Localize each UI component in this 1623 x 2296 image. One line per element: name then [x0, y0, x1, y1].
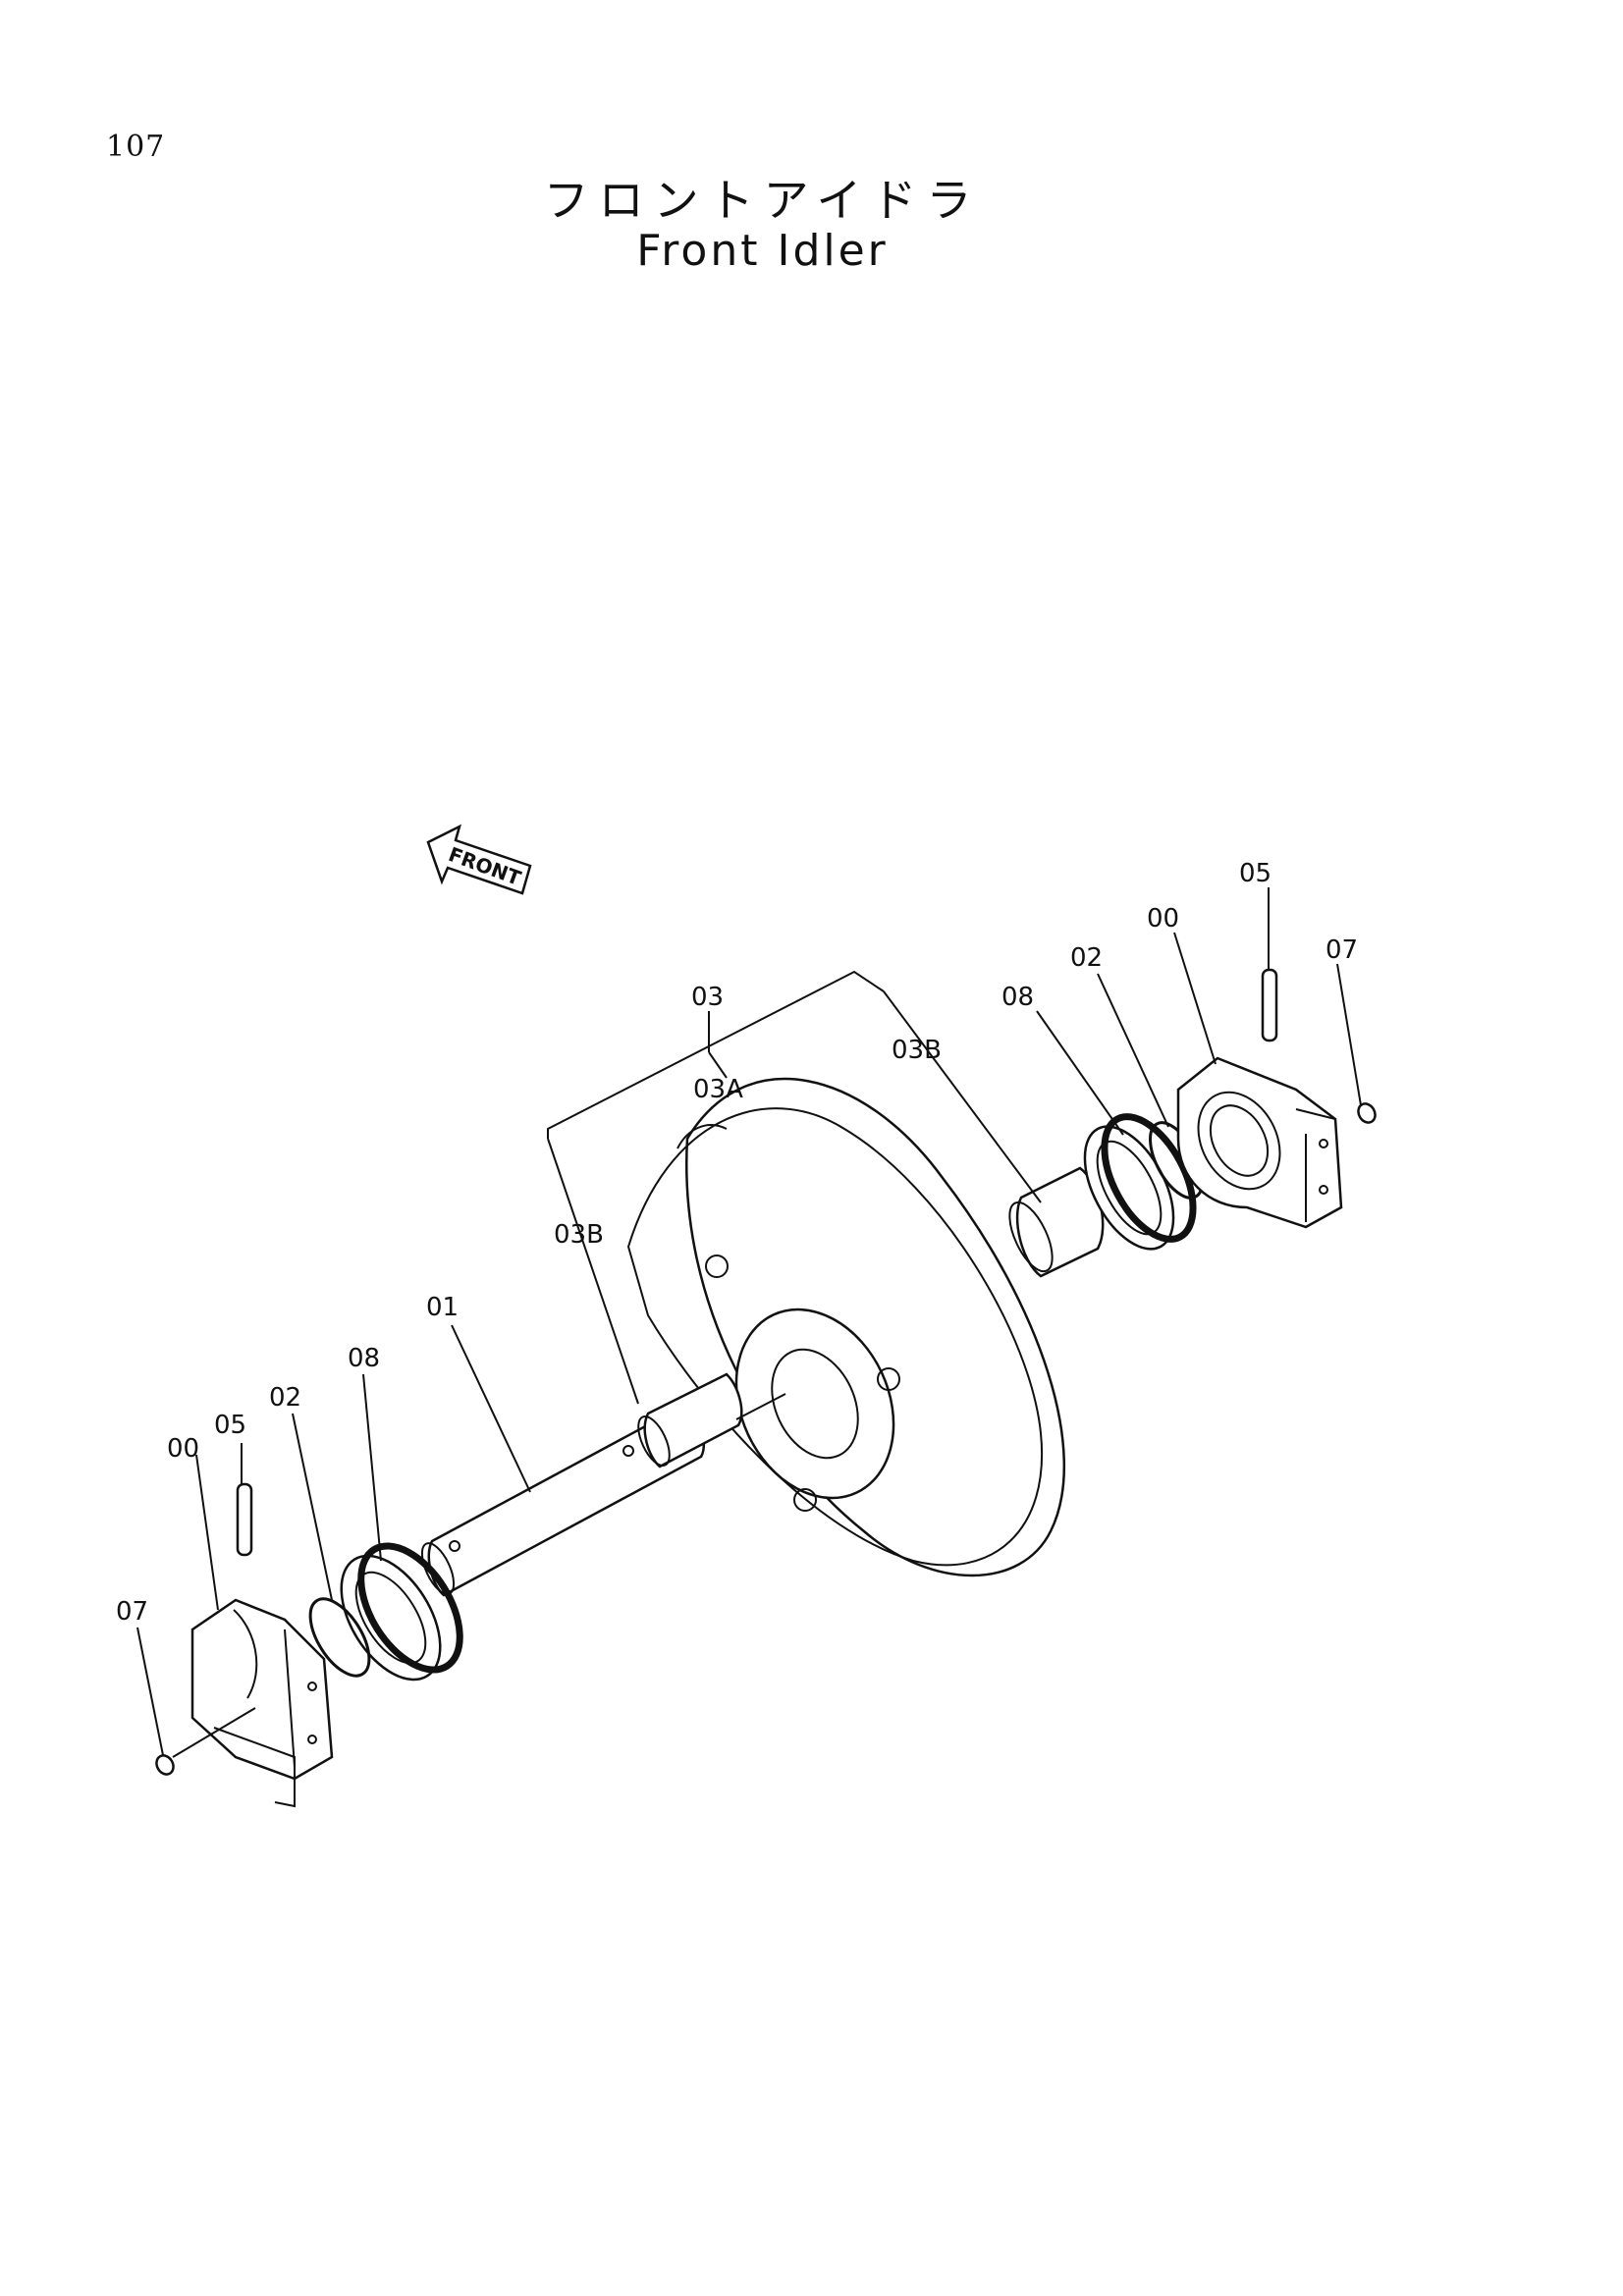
callout-00-right: 00 — [1147, 904, 1179, 934]
bracket-right — [1176, 1056, 1343, 1229]
callout-03B-left: 03B — [554, 1220, 604, 1250]
seal-left — [340, 1542, 463, 1682]
plug-right — [1357, 1102, 1377, 1124]
callout-03: 03 — [691, 983, 724, 1012]
idler-wheel — [626, 1077, 1066, 1577]
pin-right — [1261, 968, 1278, 1042]
leader-lines — [136, 887, 1362, 1758]
callout-02-right: 02 — [1070, 943, 1103, 973]
callout-07-left: 07 — [116, 1597, 148, 1627]
callout-02-left: 02 — [269, 1383, 301, 1413]
callout-00-left: 00 — [167, 1434, 199, 1464]
callout-03A: 03A — [693, 1075, 743, 1104]
shaft — [420, 1372, 743, 1597]
callout-05-right: 05 — [1239, 859, 1271, 888]
page-number: 107 — [106, 130, 166, 164]
callout-08-left: 08 — [348, 1344, 380, 1373]
plug-left — [155, 1754, 175, 1776]
callout-01: 01 — [426, 1293, 459, 1322]
collar-right — [1008, 1166, 1105, 1278]
seal-right — [1083, 1113, 1197, 1251]
title-english: Front Idler — [636, 226, 889, 276]
callout-03B-right: 03B — [892, 1036, 942, 1065]
callout-07-right: 07 — [1325, 935, 1358, 965]
pin-left — [236, 1482, 253, 1557]
title-japanese: フロントアイドラ — [543, 174, 982, 227]
callout-labels: 00 05 07 02 08 03 03B 03A 03B 01 08 02 0… — [116, 859, 1358, 1627]
bracket-left — [190, 1598, 334, 1808]
callout-08-right: 08 — [1001, 983, 1034, 1012]
callout-05-left: 05 — [214, 1411, 246, 1440]
oring-left — [308, 1597, 371, 1678]
front-arrow: FRONT — [426, 824, 532, 895]
